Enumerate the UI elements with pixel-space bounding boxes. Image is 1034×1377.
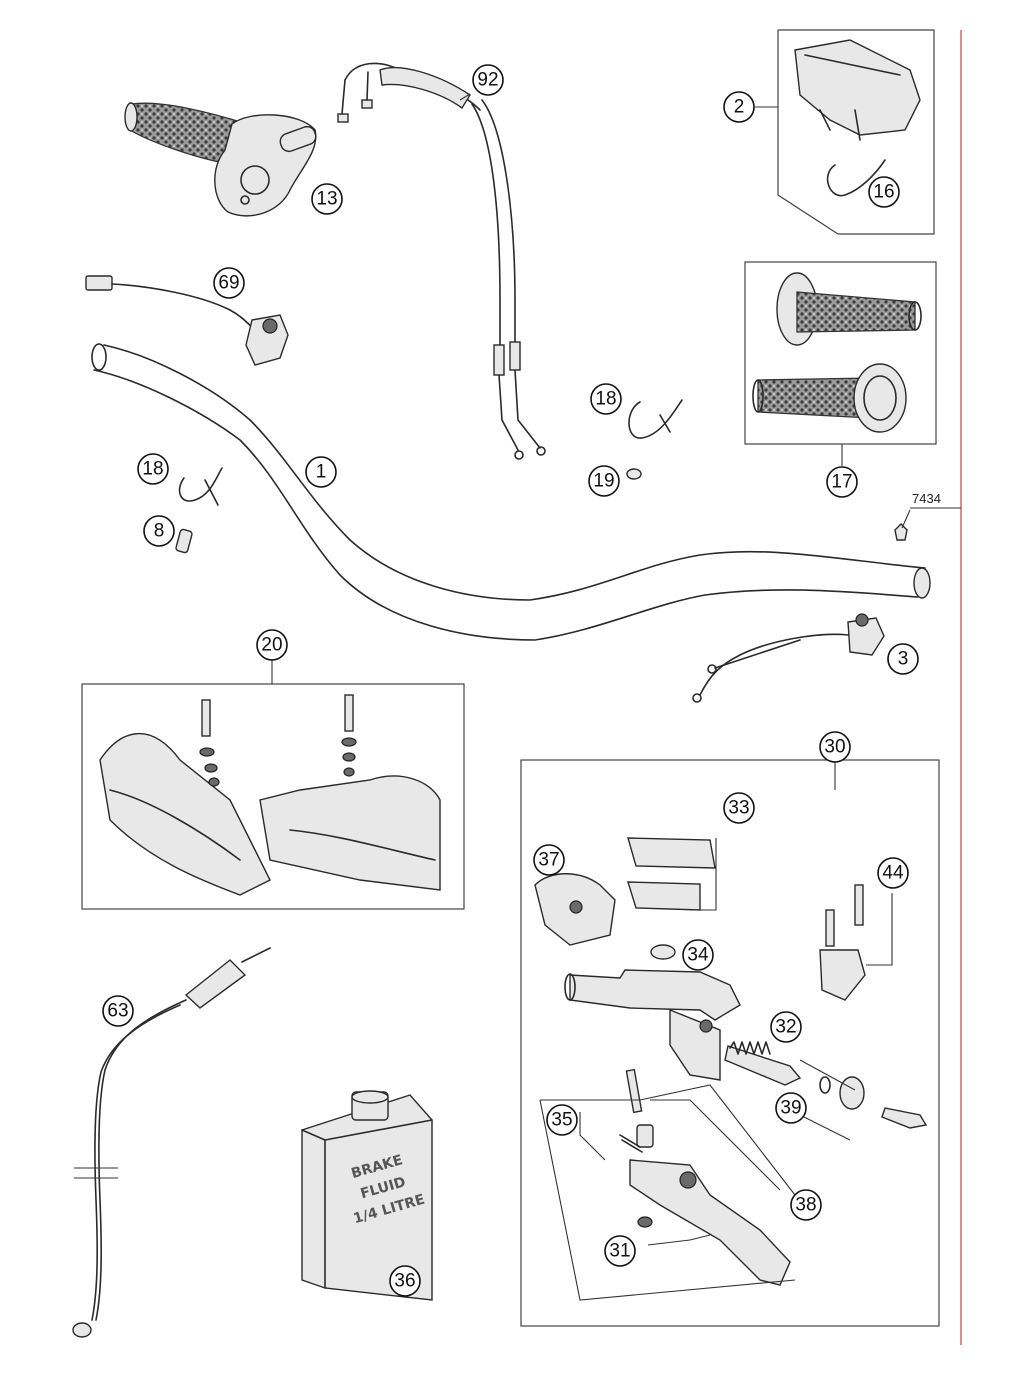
callout-36: 36	[389, 1265, 421, 1297]
callout-34: 34	[682, 939, 714, 971]
svg-text:1: 1	[316, 462, 327, 483]
svg-text:17: 17	[831, 472, 852, 493]
svg-text:38: 38	[795, 1195, 816, 1216]
callout-16: 16	[868, 176, 900, 208]
svg-text:18: 18	[142, 459, 163, 480]
brake-fluid-can	[301, 1090, 433, 1301]
callout-32: 32	[770, 1011, 802, 1043]
callout-39: 39	[775, 1092, 807, 1124]
svg-text:33: 33	[728, 798, 749, 819]
brake-assembly-frame	[520, 759, 940, 1327]
callout-63: 63	[102, 995, 134, 1027]
svg-text:3: 3	[898, 649, 909, 670]
callout-13: 13	[311, 183, 343, 215]
svg-text:35: 35	[551, 1110, 572, 1131]
svg-text:69: 69	[218, 273, 239, 294]
callout-18-left: 18	[137, 453, 169, 485]
svg-text:34: 34	[687, 945, 709, 966]
svg-text:92: 92	[477, 70, 498, 91]
cable-ties	[175, 399, 683, 554]
reference-code: 7434	[912, 491, 941, 506]
handguard-frame	[81, 683, 465, 910]
callout-92: 92	[472, 64, 504, 96]
callout-31: 31	[604, 1235, 636, 1267]
svg-text:63: 63	[107, 1001, 128, 1022]
svg-text:18: 18	[595, 389, 616, 410]
throttle-grip	[124, 102, 317, 217]
callout-35: 35	[546, 1104, 578, 1136]
svg-text:16: 16	[873, 182, 894, 203]
callout-69: 69	[213, 267, 245, 299]
number-plate-frame	[777, 29, 935, 235]
callout-33: 33	[723, 792, 755, 824]
svg-text:32: 32	[775, 1017, 796, 1038]
brake-hose	[72, 947, 271, 1338]
callout-38: 38	[790, 1189, 822, 1221]
svg-text:30: 30	[824, 737, 845, 758]
svg-text:20: 20	[261, 635, 282, 656]
svg-text:44: 44	[882, 863, 904, 884]
callout-44: 44	[877, 857, 909, 889]
throttle-cables	[337, 62, 546, 460]
svg-text:39: 39	[780, 1098, 801, 1119]
callout-20: 20	[256, 629, 288, 661]
callout-8: 8	[143, 515, 175, 547]
svg-text:8: 8	[154, 521, 165, 542]
svg-text:36: 36	[394, 1271, 415, 1292]
callout-3: 3	[887, 643, 919, 675]
svg-text:19: 19	[593, 471, 614, 492]
callout-37: 37	[533, 844, 565, 876]
svg-text:13: 13	[316, 189, 337, 210]
start-button-switch	[692, 613, 885, 703]
callout-1: 1	[305, 456, 337, 488]
callout-18-top: 18	[590, 383, 622, 415]
svg-text:37: 37	[538, 850, 559, 871]
kill-switch	[85, 275, 289, 366]
grip-set-frame	[744, 261, 937, 445]
callout-2: 2	[723, 91, 755, 123]
callout-leaders	[271, 93, 843, 684]
callout-19: 19	[588, 465, 620, 497]
svg-text:2: 2	[734, 97, 745, 118]
handlebar	[91, 343, 931, 641]
svg-text:31: 31	[609, 1241, 630, 1262]
callout-30: 30	[819, 731, 851, 763]
callout-17: 17	[826, 466, 858, 498]
